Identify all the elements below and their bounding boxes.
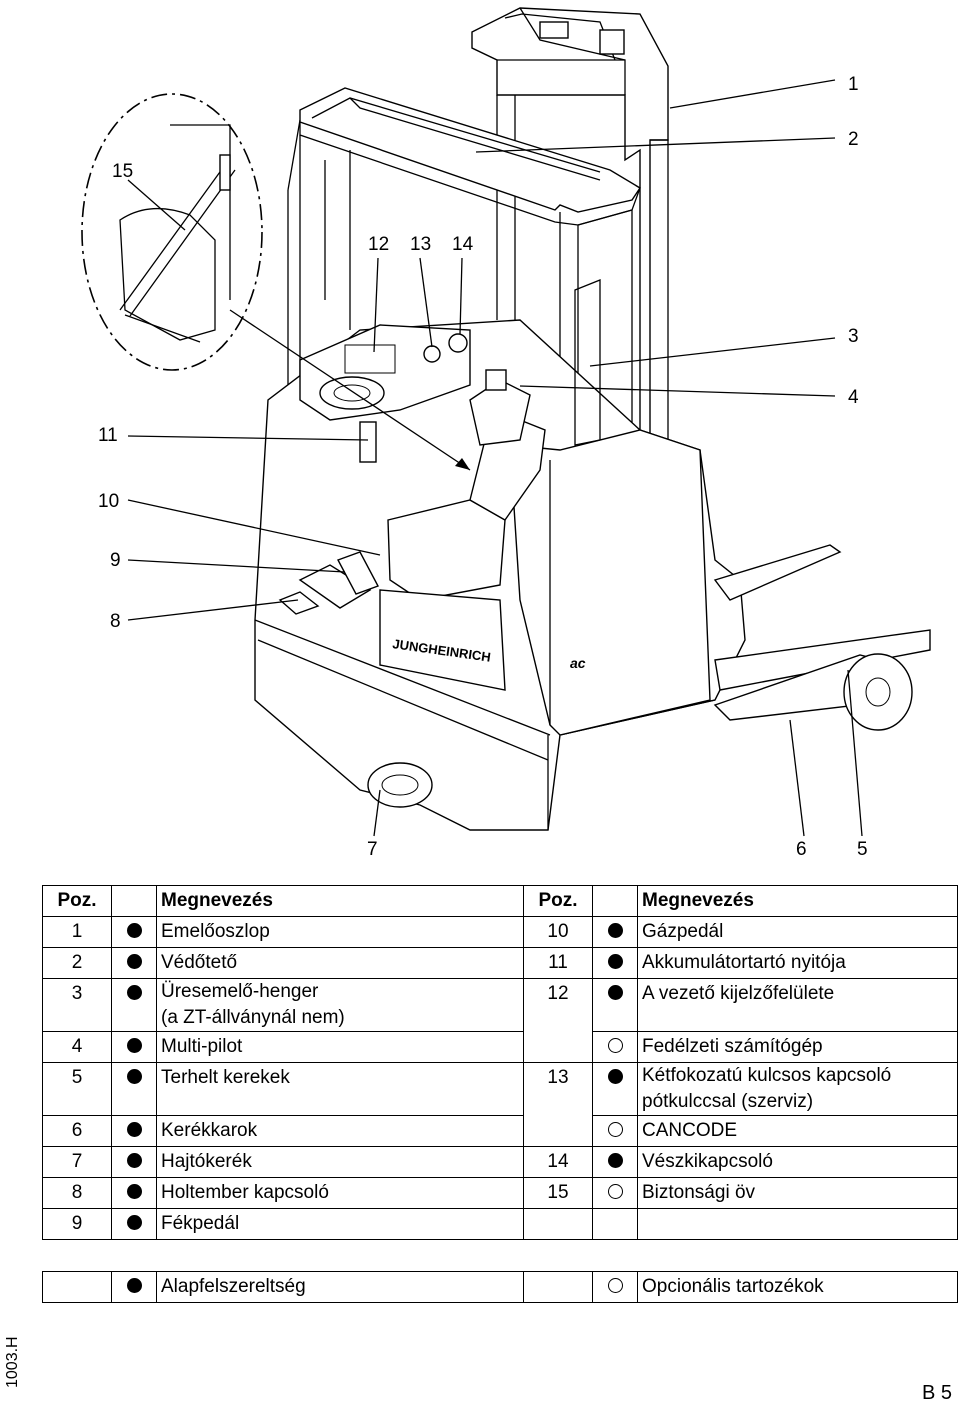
seatbelt-inset — [81, 93, 263, 371]
callout-9: 9 — [110, 550, 121, 571]
table-row: 3 Üresemelő-henger (a ZT-állványnál nem)… — [42, 978, 958, 1032]
callout-3: 3 — [848, 326, 859, 347]
callout-13: 13 — [410, 234, 431, 255]
callout-4: 4 — [848, 387, 859, 408]
callout-2: 2 — [848, 129, 859, 150]
standard-marker-icon — [607, 954, 623, 969]
table-row: 5 Terhelt kerekek 13 Kétfokozatú kulcsos… — [42, 1062, 958, 1116]
standard-marker-icon — [607, 985, 623, 1000]
callout-1: 1 — [848, 74, 859, 95]
standard-marker-icon — [126, 923, 142, 938]
standard-marker-icon — [126, 985, 142, 1000]
document-code: 1003.H — [4, 1336, 21, 1388]
table-row: 1 Emelőoszlop 10 Gázpedál — [42, 916, 958, 948]
optional-marker-icon — [607, 1184, 623, 1199]
table-row: 6 Kerékkarok CANCODE — [42, 1115, 958, 1147]
callout-7: 7 — [367, 839, 378, 860]
standard-marker-icon — [126, 1184, 142, 1199]
standard-marker-icon — [126, 1278, 142, 1293]
callout-12: 12 — [368, 234, 389, 255]
legend-header-row: Poz. Megnevezés Poz. Megnevezés — [42, 885, 958, 917]
callout-10: 10 — [98, 491, 119, 512]
standard-marker-icon — [126, 1038, 142, 1053]
leader-lines — [127, 79, 863, 837]
key-optional-label: Opcionális tartozékok — [637, 1271, 958, 1303]
marker-key-table: Alapfelszereltség Opcionális tartozékok — [42, 1271, 958, 1303]
standard-marker-icon — [607, 1153, 623, 1168]
header-name-left: Megnevezés — [156, 885, 524, 917]
parts-legend-table: Poz. Megnevezés Poz. Megnevezés 1 Emelőo… — [42, 885, 958, 1240]
standard-marker-icon — [126, 954, 142, 969]
callout-6: 6 — [796, 839, 807, 860]
callout-8: 8 — [110, 611, 121, 632]
optional-marker-icon — [607, 1278, 623, 1293]
callout-5: 5 — [857, 839, 868, 860]
table-row: 9 Fékpedál — [42, 1208, 958, 1240]
table-row: 7 Hajtókerék 14 Vészkikapcsoló — [42, 1146, 958, 1178]
model-badge: ac — [570, 655, 586, 671]
chassis-drawing: JUNGHEINRICH ac — [254, 279, 931, 831]
standard-marker-icon — [126, 1122, 142, 1137]
table-row: 8 Holtember kapcsoló 15 Biztonsági öv — [42, 1177, 958, 1209]
callout-14: 14 — [452, 234, 474, 255]
forklift-figure: JUNGHEINRICH ac — [81, 7, 931, 860]
standard-marker-icon — [126, 1153, 142, 1168]
callout-labels: 1 2 3 4 5 6 7 8 9 10 11 12 13 14 15 — [98, 74, 868, 860]
callout-15: 15 — [112, 161, 133, 182]
standard-marker-icon — [126, 1215, 142, 1230]
standard-marker-icon — [126, 1069, 142, 1084]
header-name-right: Megnevezés — [637, 885, 958, 917]
optional-marker-icon — [607, 1038, 623, 1053]
standard-marker-icon — [607, 923, 623, 938]
key-standard-label: Alapfelszereltség — [156, 1271, 524, 1303]
callout-11: 11 — [98, 425, 118, 446]
header-pos-right: Poz. — [523, 885, 593, 917]
standard-marker-icon — [607, 1069, 623, 1084]
table-row: 4 Multi-pilot Fedélzeti számítógép — [42, 1031, 958, 1063]
page-number: B 5 — [921, 1382, 952, 1404]
table-row: 2 Védőtető 11 Akkumulátortartó nyitója — [42, 947, 958, 979]
optional-marker-icon — [607, 1122, 623, 1137]
header-pos-left: Poz. — [42, 885, 112, 917]
